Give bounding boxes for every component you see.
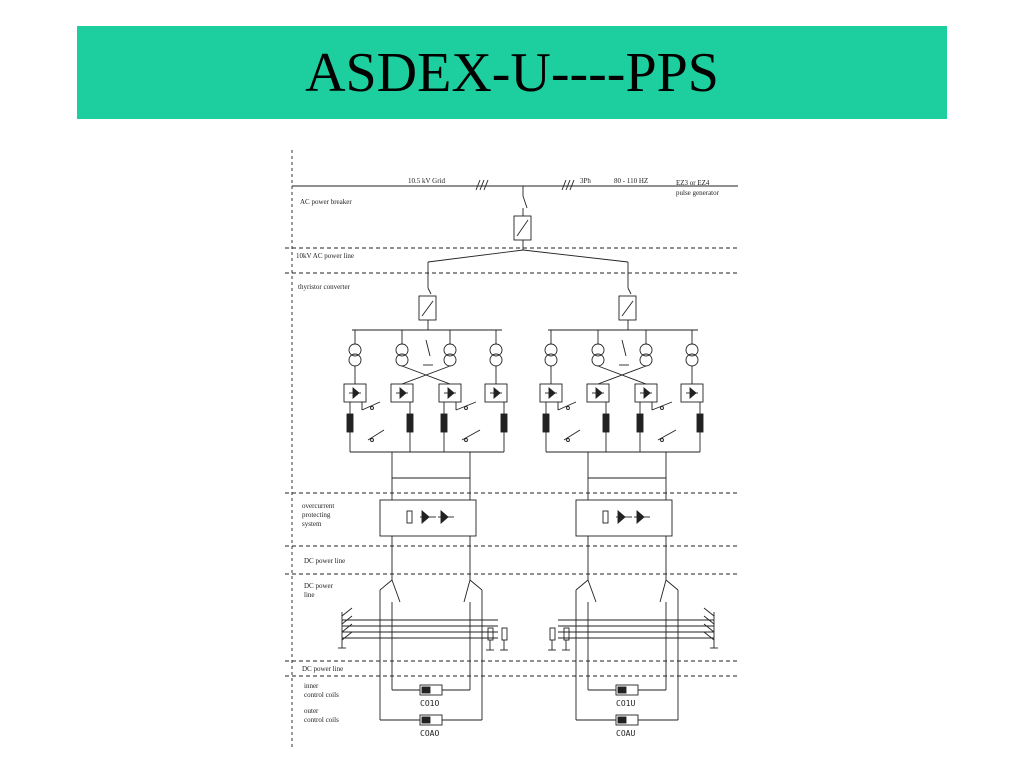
label-ac-line: 10kV AC power line (296, 252, 354, 260)
label-dc-line-2a: DC power (304, 582, 334, 590)
label-overcurrent-2: protecting (302, 511, 331, 519)
main-ac-breaker (427, 186, 629, 280)
phase-label: 3Ph (580, 177, 591, 185)
generator-sublabel: pulse generator (676, 189, 720, 197)
label-outer-1: outer (304, 707, 319, 715)
coil-label-right-inner: CO1U (616, 699, 635, 708)
label-inner-1: inner (304, 682, 319, 690)
power-supply-schematic: 10.5 kV Grid 3Ph 80 - 110 HZ EZ3 or EZ4 … (280, 150, 750, 755)
label-thyristor: thyristor converter (298, 283, 351, 291)
label-outer-2: control coils (304, 716, 339, 724)
coil-label-right-outer: COAU (616, 729, 635, 738)
label-dc-line-1: DC power line (304, 557, 345, 565)
title-bar: ASDEX-U----PPS (77, 26, 947, 119)
coil-label-left-inner: CO1O (420, 699, 439, 708)
label-inner-2: control coils (304, 691, 339, 699)
label-overcurrent-1: overcurrent (302, 502, 334, 510)
grid-label: 10.5 kV Grid (408, 177, 446, 185)
frequency-label: 80 - 110 HZ (614, 177, 648, 185)
label-ac-breaker: AC power breaker (300, 198, 352, 206)
generator-label: EZ3 or EZ4 (676, 179, 710, 187)
label-dc-line-3: DC power line (302, 665, 343, 673)
left-converter-group: CO1O COAO (338, 280, 508, 738)
bus-slash-marks (475, 179, 575, 191)
slide-title: ASDEX-U----PPS (305, 41, 719, 104)
right-converter-group: CO1U COAU (539, 280, 718, 738)
label-dc-line-2b: line (304, 591, 315, 599)
label-overcurrent-3: system (302, 520, 322, 528)
coil-label-left-outer: COAO (420, 729, 439, 738)
